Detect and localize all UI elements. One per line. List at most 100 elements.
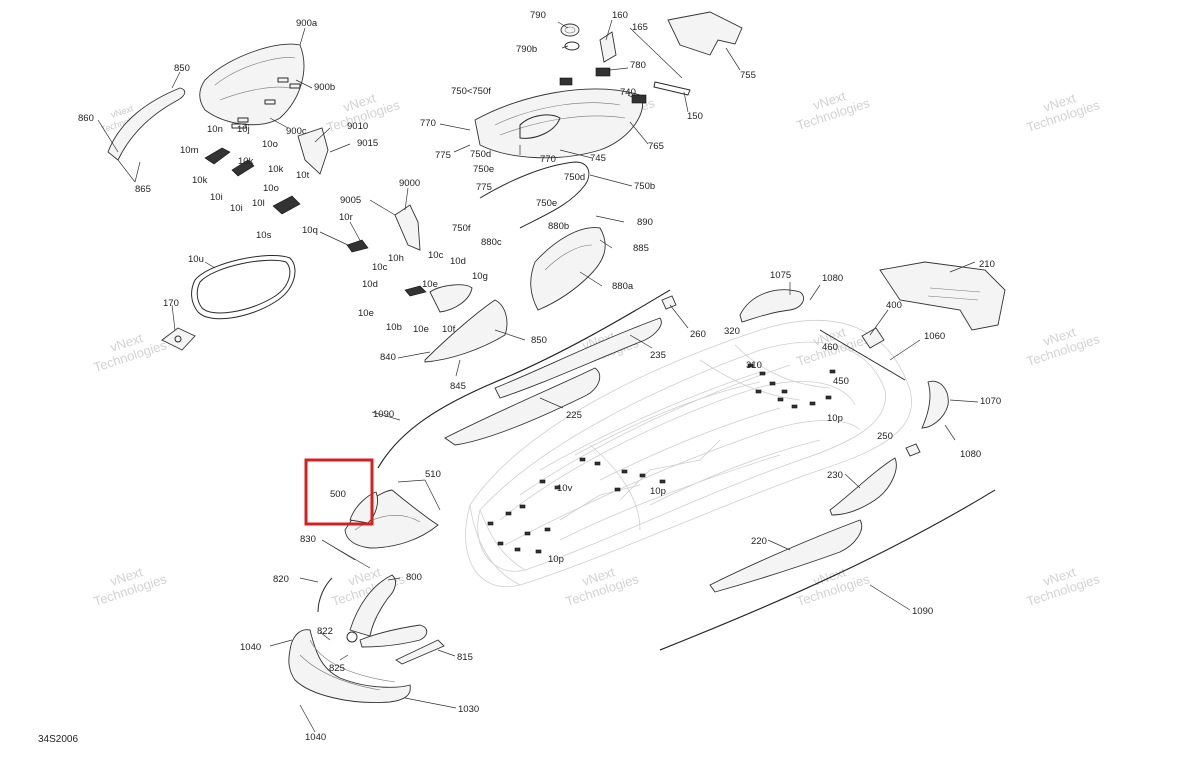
part-1090-upper-rail[interactable]	[377, 289, 671, 469]
callout-250: 250	[877, 431, 893, 442]
callout-1080-b: 1080	[960, 449, 981, 460]
part-790-cap[interactable]	[560, 23, 580, 51]
part-850-side-trim[interactable]	[107, 87, 186, 161]
callout-755: 755	[740, 70, 756, 81]
callout-510: 510	[425, 469, 441, 480]
callout-1030: 1030	[458, 704, 479, 715]
part-10-brackets-cluster[interactable]	[204, 127, 427, 297]
callout-740: 740	[620, 87, 636, 98]
callout-900c: 900c	[286, 126, 307, 137]
part-400-bracket[interactable]	[861, 327, 885, 349]
part-750b-cable[interactable]	[479, 161, 590, 229]
callout-820: 820	[273, 574, 289, 585]
callout-10h: 10h	[388, 253, 404, 264]
callout-750f: 750f	[452, 223, 471, 234]
callout-10d: 10d	[362, 279, 378, 290]
callout-800: 800	[406, 572, 422, 583]
part-1090-lower-rail[interactable]	[659, 489, 996, 651]
callout-1060: 1060	[924, 331, 945, 342]
callout-230: 230	[827, 470, 843, 481]
callout-745: 745	[590, 153, 606, 164]
callout-780: 780	[630, 60, 646, 71]
part-755-mat[interactable]	[667, 11, 743, 56]
callout-1040-b: 1040	[305, 732, 326, 743]
callout-815: 815	[457, 652, 473, 663]
callout-9000: 9000	[399, 178, 420, 189]
part-230-side-panel[interactable]	[829, 457, 897, 516]
callout-1040: 1040	[240, 642, 261, 653]
callout-1090-b: 1090	[912, 606, 933, 617]
callout-822: 822	[317, 626, 333, 637]
callout-160: 160	[612, 10, 628, 21]
callout-900a: 900a	[296, 18, 318, 29]
part-225-side-panel[interactable]	[444, 367, 601, 446]
callout-840: 840	[380, 352, 396, 363]
callout-885: 885	[633, 243, 649, 254]
callout-1090: 1090	[373, 409, 394, 420]
part-800-bumper[interactable]	[346, 574, 428, 648]
callout-165: 165	[632, 22, 648, 33]
callout-845: 845	[450, 381, 466, 392]
part-260-clip[interactable]	[661, 295, 677, 310]
part-1060-rail[interactable]	[819, 329, 906, 381]
callout-10p: 10p	[827, 413, 843, 424]
part-900c-strips[interactable]	[231, 77, 301, 129]
callout-770: 770	[420, 118, 436, 129]
part-815-trim[interactable]	[395, 639, 445, 665]
diagram-code: 34S2006	[38, 734, 78, 745]
callout-10q: 10q	[302, 225, 318, 236]
part-10u-gasket[interactable]	[191, 255, 296, 320]
callout-10v: 10v	[557, 483, 573, 494]
callout-10d: 10d	[450, 256, 466, 267]
callout-9015: 9015	[357, 138, 378, 149]
callout-10g: 10g	[472, 271, 488, 282]
callout-10p-b: 10p	[650, 486, 666, 497]
callout-1075: 1075	[770, 270, 791, 281]
part-750-storage-tray[interactable]	[474, 88, 644, 159]
hull-body	[465, 319, 912, 587]
callout-850-lower: 850	[531, 335, 547, 346]
callout-10c: 10c	[372, 262, 388, 273]
callout-900b: 900b	[314, 82, 335, 93]
part-235-side-panel[interactable]	[494, 317, 662, 399]
callout-850: 850	[174, 63, 190, 74]
callout-880a: 880a	[612, 281, 634, 292]
callout-220: 220	[751, 536, 767, 547]
callout-1080: 1080	[822, 273, 843, 284]
part-1030-front-fender[interactable]	[288, 629, 411, 703]
part-210-decal-mat[interactable]	[879, 261, 1006, 331]
part-10f-panel[interactable]	[429, 284, 473, 313]
part-220-side-panel[interactable]	[709, 519, 862, 593]
callout-10e: 10e	[422, 279, 438, 290]
part-820-strip[interactable]	[317, 577, 333, 613]
part-850-lower-panel[interactable]	[424, 299, 508, 363]
callout-320: 320	[724, 326, 740, 337]
callout-10j: 10j	[237, 124, 250, 135]
callout-775: 775	[435, 150, 451, 161]
part-250-clip[interactable]	[905, 443, 921, 457]
part-170-plate[interactable]	[161, 327, 196, 351]
callout-235: 235	[650, 350, 666, 361]
callout-765: 765	[648, 141, 664, 152]
callout-750-750f: 750<750f	[451, 86, 491, 97]
callout-10s: 10s	[256, 230, 272, 241]
callout-790b: 790b	[516, 44, 537, 55]
callout-9010: 9010	[347, 121, 368, 132]
part-780-latch[interactable]	[559, 67, 647, 104]
callout-10m: 10m	[180, 145, 199, 156]
part-1070-corner-trim[interactable]	[921, 380, 949, 429]
part-160-bracket[interactable]	[599, 31, 617, 63]
callout-150: 150	[687, 111, 703, 122]
callout-750e: 750e	[473, 164, 494, 175]
callout-10k: 10k	[238, 156, 254, 167]
callout-labels: 900a 900b 900c 850 860 865 10n 10j 10m 1…	[78, 10, 1001, 743]
callout-500: 500	[330, 489, 346, 500]
part-150-strip[interactable]	[653, 81, 691, 96]
callout-750d-b: 750d	[564, 172, 585, 183]
part-880a-seat-panel[interactable]	[530, 227, 606, 311]
callout-880b: 880b	[548, 221, 569, 232]
leader-lines	[97, 19, 979, 733]
part-900a-cover[interactable]	[199, 43, 305, 126]
part-1075-handle[interactable]	[739, 289, 804, 323]
